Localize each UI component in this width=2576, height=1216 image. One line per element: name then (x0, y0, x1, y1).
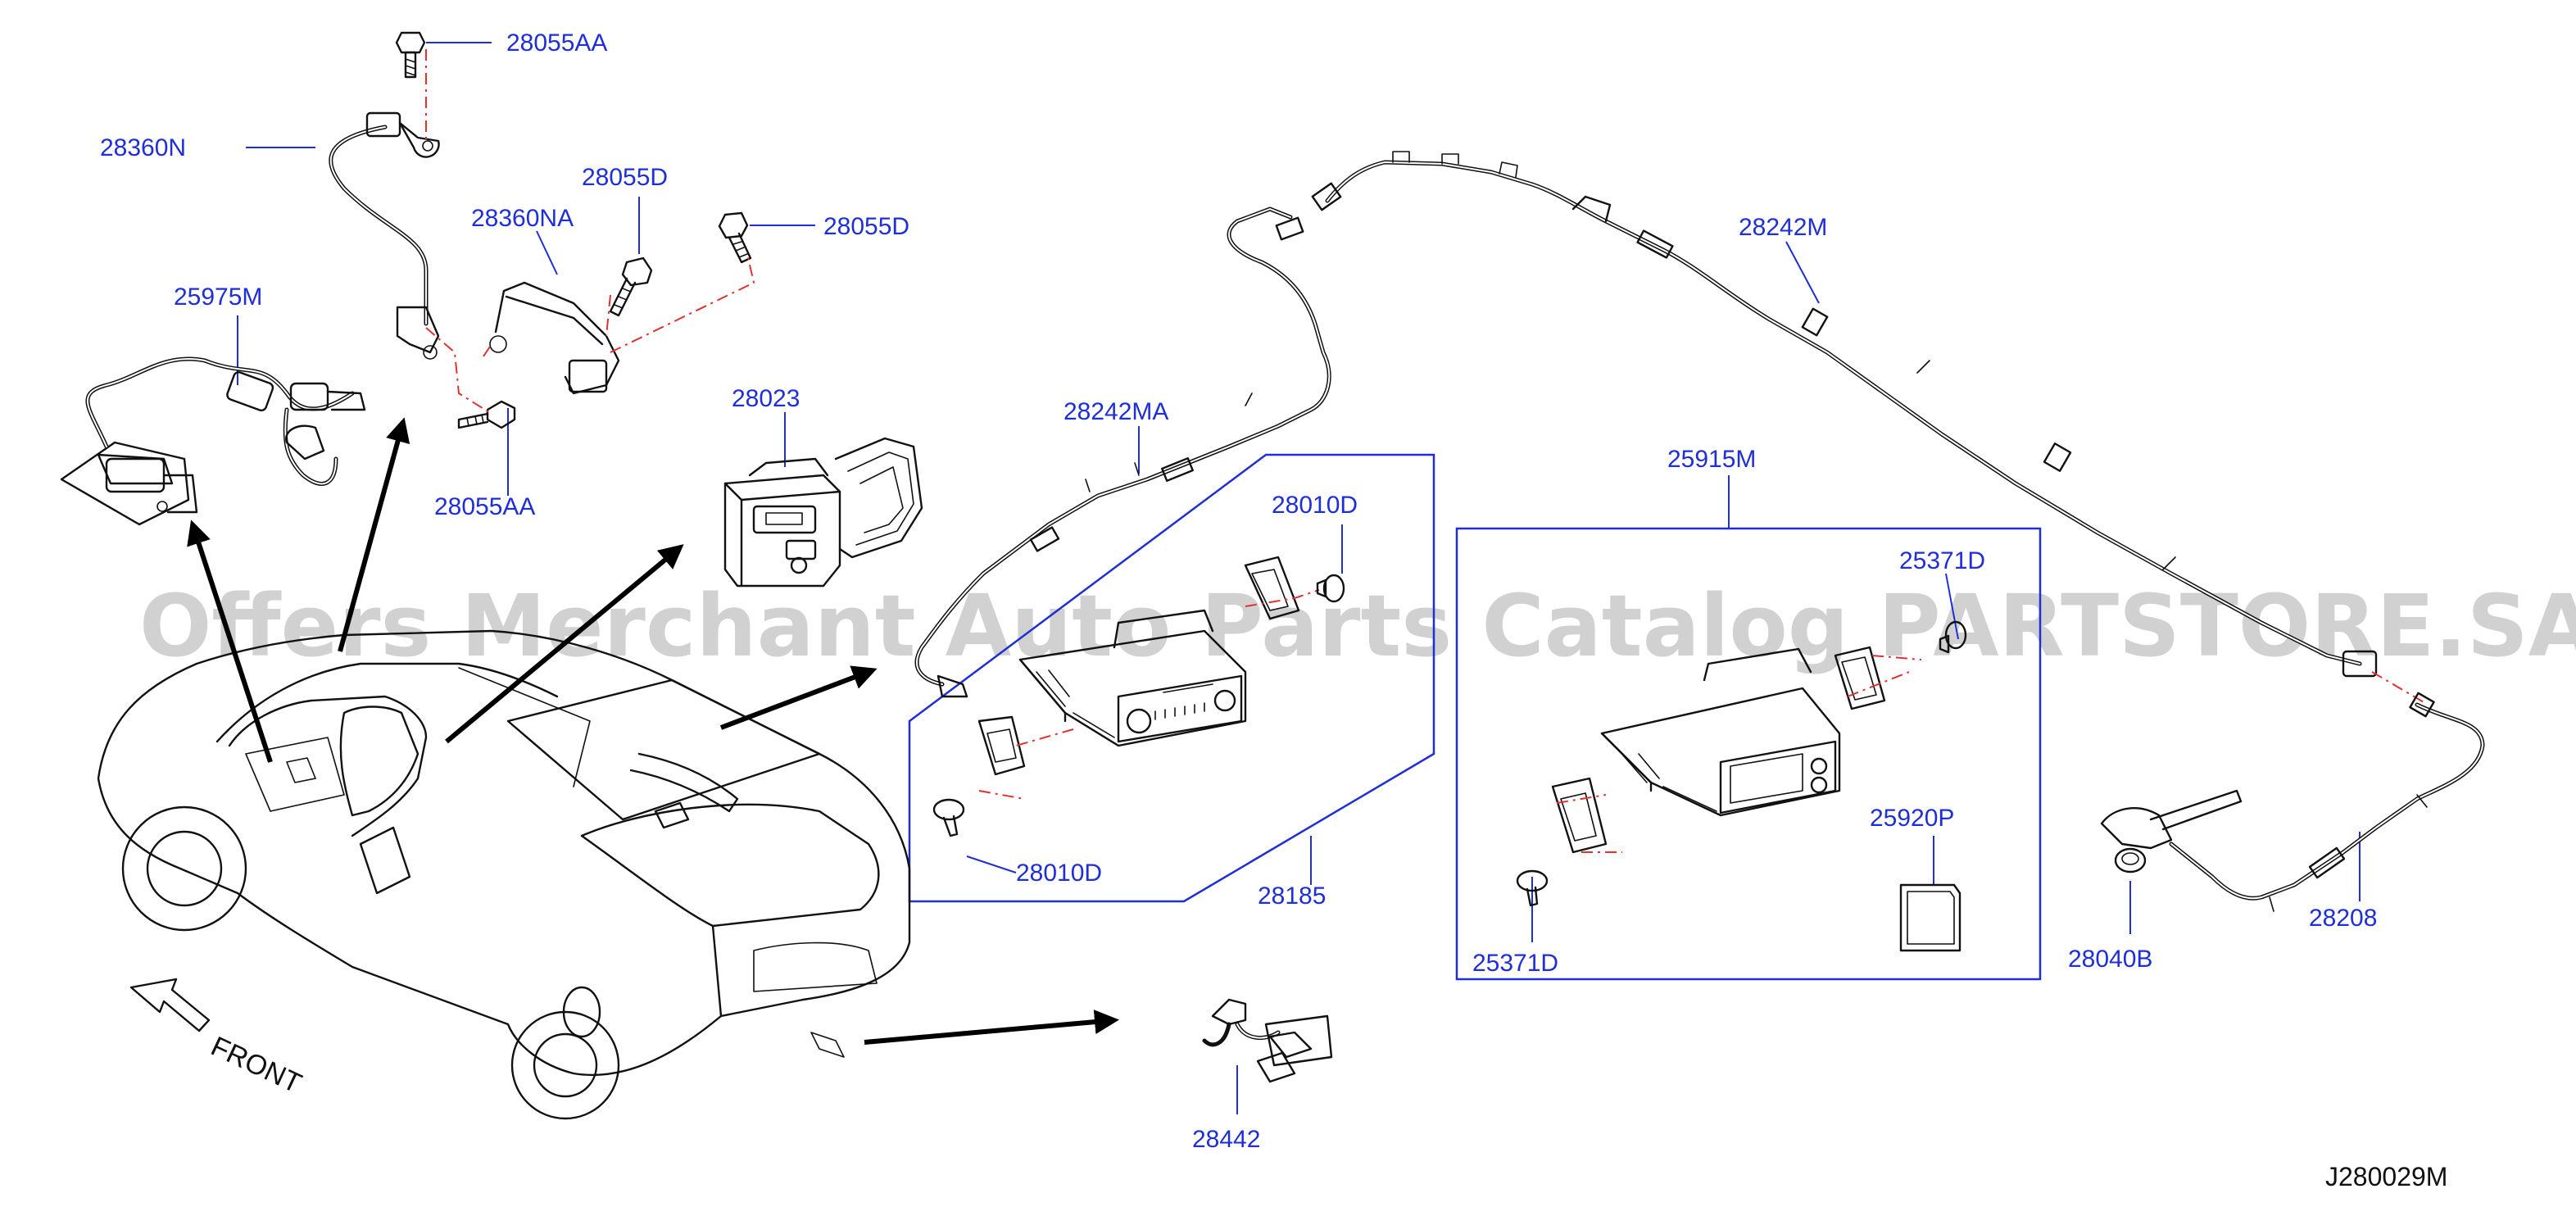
part-label-28023: 28023 (732, 385, 800, 412)
part-label-28442: 28442 (1192, 1126, 1260, 1153)
screw-28010D-top (1316, 574, 1345, 603)
harness-28360N (329, 111, 440, 360)
front-label: FRONT (206, 1031, 306, 1100)
bolt-28055D-b (718, 211, 752, 264)
part-label-28208: 28208 (2309, 905, 2377, 932)
frame-28185-assembly (908, 453, 1435, 903)
part-label-28055AA-top: 28055AA (506, 29, 607, 57)
screw-25371D-top (1939, 620, 1967, 654)
part-label-25975M: 25975M (174, 284, 262, 311)
part-label-28185: 28185 (1258, 883, 1326, 910)
part-label-25371D-bottom: 25371D (1472, 950, 1558, 977)
part-label-28242MA: 28242MA (1064, 398, 1168, 425)
watermark-text: Offers Merchant Auto Parts Catalog PARTS… (139, 576, 2576, 676)
mount-lines-top (425, 49, 755, 415)
radio-assembly-28185 (977, 556, 1320, 800)
part-label-25920P: 25920P (1870, 805, 1954, 832)
diagram-code: J280029M (2325, 1162, 2447, 1191)
cable-28242M (1311, 151, 2378, 678)
callout-arrows (187, 417, 1119, 1045)
harness-25975M (60, 356, 366, 526)
part-label-28242M: 28242M (1739, 214, 1827, 241)
front-direction-indicator: FRONT (129, 978, 306, 1100)
bolt-28055AA-bottom (457, 400, 516, 429)
cable-28208 (2169, 671, 2485, 912)
part-label-28010D-top: 28010D (1272, 492, 1358, 519)
part-label-25371D-top: 25371D (1899, 547, 1985, 574)
bolt-28055AA-top (395, 31, 426, 79)
harness-28360NA (489, 281, 620, 395)
sd-card-25920P (1899, 883, 1961, 952)
camera-28442 (1202, 998, 1333, 1083)
frame-25915M-assembly (1455, 527, 2042, 981)
cable-28242MA (914, 206, 1331, 698)
screw-28010D-bottom (932, 798, 965, 837)
part-label-28010D-bottom: 28010D (1016, 860, 1102, 887)
part-label-28360N: 28360N (100, 134, 186, 161)
part-label-28055AA-bottom: 28055AA (434, 493, 535, 520)
leader-lines (237, 42, 2361, 1114)
screw-25371D-bottom (1516, 869, 1549, 907)
antenna-base (2100, 789, 2243, 850)
vehicle-outline (97, 629, 911, 1120)
cap-28040B (2114, 847, 2147, 873)
part-label-28055D-a: 28055D (582, 164, 668, 191)
part-label-28040B: 28040B (2068, 946, 2152, 973)
part-label-25915M: 25915M (1667, 446, 1756, 473)
part-labels: 28055AA 28360N 28055D 28360NA 28055D 259… (100, 29, 2377, 1153)
part-label-28055D-b: 28055D (823, 213, 909, 240)
usb-unit-28023 (723, 437, 923, 588)
nav-unit-25915M (1551, 646, 1922, 854)
part-label-28360NA: 28360NA (471, 205, 574, 232)
bolt-28055D-a (609, 256, 653, 317)
